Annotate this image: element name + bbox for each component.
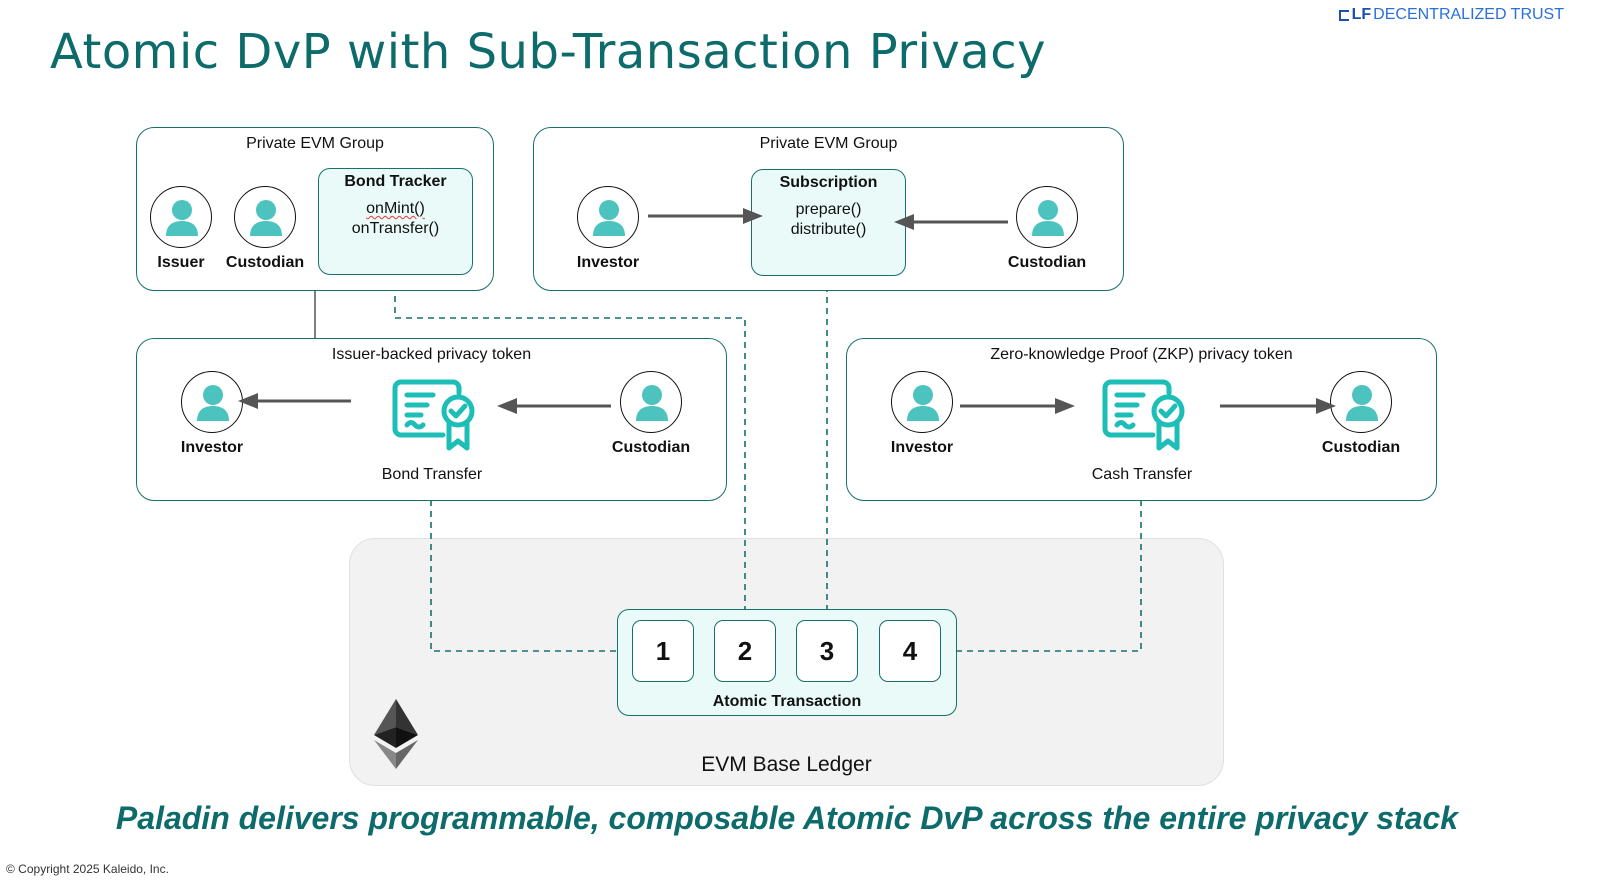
actor-investor: Investor [872, 371, 972, 457]
subscription-contract[interactable]: Subscription prepare() distribute() [751, 169, 906, 276]
lf-logo-mark-icon [1338, 9, 1349, 21]
user-icon [907, 385, 939, 421]
step-3[interactable]: 3 [796, 620, 858, 682]
logo-mark-text: LF [1351, 6, 1372, 23]
step-4[interactable]: 4 [879, 620, 941, 682]
cash-transfer-caption: Cash Transfer [1091, 466, 1193, 483]
avatar [577, 186, 639, 248]
actor-custodian: Custodian [215, 186, 315, 272]
copyright: © Copyright 2025 Kaleido, Inc. [6, 862, 169, 876]
contract-title: Bond Tracker [344, 173, 447, 190]
private-evm-group-bond: Private EVM Group Issuer Custodian Bond … [136, 127, 494, 291]
ethereum-icon [374, 699, 418, 769]
contract-function: onMint() [366, 200, 425, 217]
step-2[interactable]: 2 [714, 620, 776, 682]
certificate-icon [392, 379, 475, 451]
avatar [1330, 371, 1392, 433]
actor-issuer: Issuer [131, 186, 231, 272]
avatar [1016, 186, 1078, 248]
ledger-label: EVM Base Ledger [701, 753, 872, 776]
private-evm-group-subscription: Private EVM Group Investor Custodian Sub… [533, 127, 1124, 291]
actor-label: Custodian [1007, 254, 1087, 271]
page-title: Atomic DvP with Sub-Transaction Privacy [50, 24, 1046, 80]
contract-function: prepare() [795, 201, 862, 218]
actor-label: Custodian [611, 439, 691, 456]
avatar [234, 186, 296, 248]
contract-function: onTransfer() [351, 220, 440, 237]
zkp-token-group: Zero-knowledge Proof (ZKP) privacy token… [846, 338, 1437, 501]
bond-transfer-caption: Bond Transfer [381, 466, 483, 483]
group-label: Issuer-backed privacy token [331, 346, 532, 363]
lf-decentralized-trust-logo: LF DECENTRALIZED TRUST [1338, 6, 1564, 24]
actor-investor: Investor [558, 186, 658, 272]
actor-label: Custodian [1321, 439, 1401, 456]
contract-title: Subscription [779, 174, 878, 191]
certificate-icon [1102, 379, 1185, 451]
user-icon [250, 200, 282, 236]
user-icon [636, 385, 668, 421]
atomic-transaction-label: Atomic Transaction [712, 693, 862, 710]
actor-label: Issuer [157, 254, 205, 271]
actor-custodian: Custodian [997, 186, 1097, 272]
avatar [891, 371, 953, 433]
actor-label: Investor [576, 254, 640, 271]
user-icon [166, 200, 198, 236]
user-icon [593, 200, 625, 236]
actor-custodian: Custodian [601, 371, 701, 457]
avatar [150, 186, 212, 248]
actor-custodian: Custodian [1311, 371, 1411, 457]
user-icon [197, 385, 229, 421]
avatar [181, 371, 243, 433]
group-label: Private EVM Group [246, 135, 384, 152]
actor-label: Custodian [225, 254, 305, 271]
group-label: Zero-knowledge Proof (ZKP) privacy token [990, 346, 1293, 363]
issuer-backed-token-group: Issuer-backed privacy token Investor Cus… [136, 338, 727, 501]
contract-function: distribute() [790, 221, 867, 238]
group-label: Private EVM Group [759, 135, 898, 152]
actor-label: Investor [890, 439, 954, 456]
avatar [620, 371, 682, 433]
user-icon [1346, 385, 1378, 421]
step-1[interactable]: 1 [632, 620, 694, 682]
logo-text: DECENTRALIZED TRUST [1373, 6, 1564, 23]
tagline: Paladin delivers programmable, composabl… [115, 800, 1459, 836]
bond-tracker-contract[interactable]: Bond Tracker onMint() onTransfer() [318, 168, 473, 275]
actor-label: Investor [180, 439, 244, 456]
actor-investor: Investor [162, 371, 262, 457]
atomic-transaction: 1 2 3 4 Atomic Transaction [617, 609, 957, 716]
user-icon [1032, 200, 1064, 236]
